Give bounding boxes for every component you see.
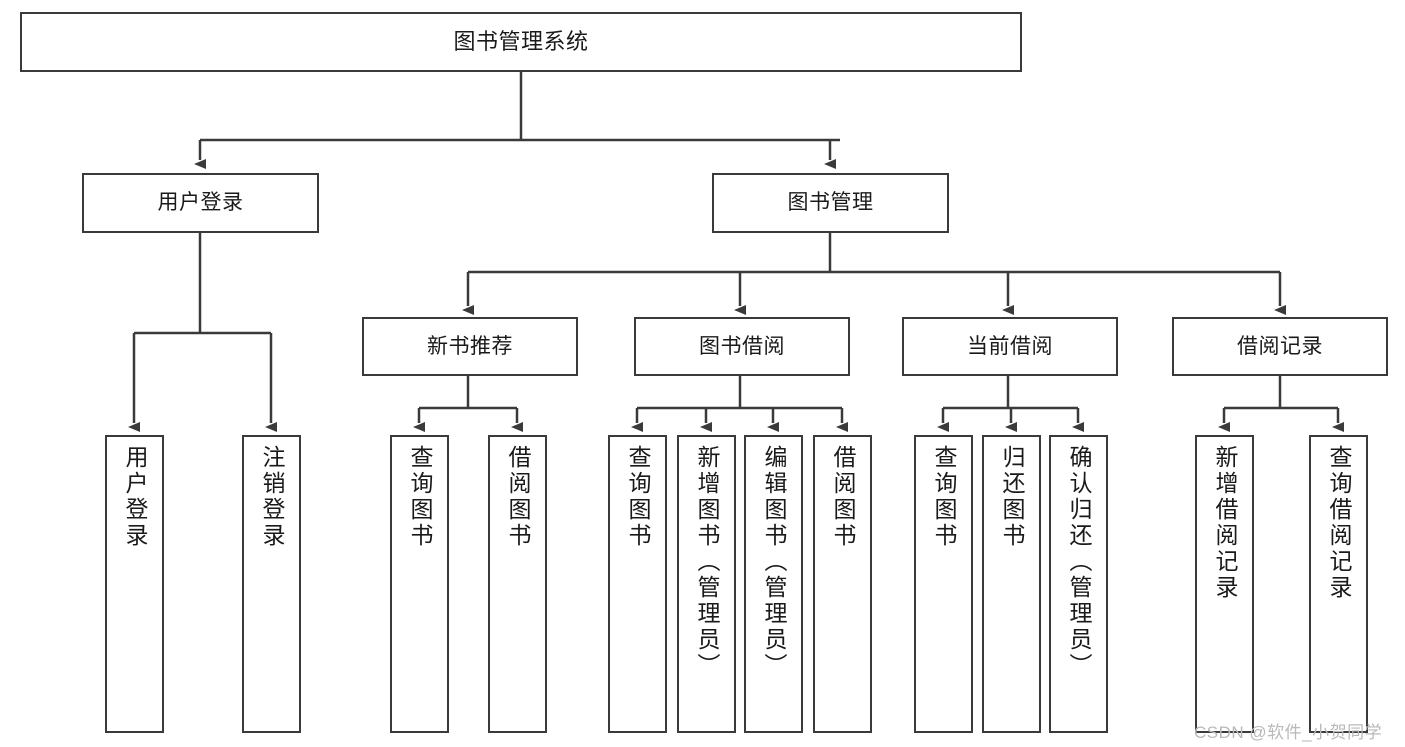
node-leaf-add-record[interactable]: 新增借阅记录 xyxy=(1195,435,1254,733)
node-book-borrow[interactable]: 图书借阅 xyxy=(634,317,850,376)
node-book-manage-label: 图书管理 xyxy=(787,191,874,215)
node-leaf-borrow-book-2[interactable]: 借阅图书 xyxy=(813,435,872,733)
node-leaf-edit-book-label: 编辑图书（管理员） xyxy=(761,445,787,679)
node-leaf-confirm-return-label: 确认归还（管理员） xyxy=(1066,445,1092,679)
node-leaf-query-record[interactable]: 查询借阅记录 xyxy=(1309,435,1368,733)
node-borrow-record-label: 借阅记录 xyxy=(1237,334,1323,358)
node-new-book-rec[interactable]: 新书推荐 xyxy=(362,317,578,376)
node-leaf-query-book-2[interactable]: 查询图书 xyxy=(608,435,667,733)
node-current-borrow[interactable]: 当前借阅 xyxy=(902,317,1118,376)
node-current-borrow-label: 当前借阅 xyxy=(967,334,1053,358)
node-borrow-record[interactable]: 借阅记录 xyxy=(1172,317,1388,376)
node-leaf-add-record-label: 新增借阅记录 xyxy=(1212,445,1238,601)
node-user-login[interactable]: 用户登录 xyxy=(82,173,319,233)
node-leaf-user-login-label: 用户登录 xyxy=(122,445,148,549)
node-leaf-query-record-label: 查询借阅记录 xyxy=(1326,445,1352,601)
node-leaf-add-book[interactable]: 新增图书（管理员） xyxy=(677,435,736,733)
node-leaf-return-book[interactable]: 归还图书 xyxy=(982,435,1041,733)
node-leaf-user-logout[interactable]: 注销登录 xyxy=(242,435,301,733)
node-leaf-borrow-book-2-label: 借阅图书 xyxy=(830,445,856,549)
node-leaf-edit-book[interactable]: 编辑图书（管理员） xyxy=(744,435,803,733)
node-leaf-return-book-label: 归还图书 xyxy=(999,445,1025,549)
node-root-label: 图书管理系统 xyxy=(453,28,589,54)
node-leaf-add-book-label: 新增图书（管理员） xyxy=(694,445,720,679)
node-book-borrow-label: 图书借阅 xyxy=(699,334,785,358)
node-leaf-query-book-1-label: 查询图书 xyxy=(407,445,433,549)
node-leaf-borrow-book-1[interactable]: 借阅图书 xyxy=(488,435,547,733)
node-user-login-label: 用户登录 xyxy=(157,191,244,215)
node-leaf-user-logout-label: 注销登录 xyxy=(259,445,285,549)
node-leaf-borrow-book-1-label: 借阅图书 xyxy=(505,445,531,549)
node-new-book-rec-label: 新书推荐 xyxy=(427,334,513,358)
node-leaf-query-book-3-label: 查询图书 xyxy=(931,445,957,549)
node-root[interactable]: 图书管理系统 xyxy=(20,12,1022,72)
node-leaf-user-login[interactable]: 用户登录 xyxy=(105,435,164,733)
node-leaf-query-book-2-label: 查询图书 xyxy=(625,445,651,549)
node-leaf-query-book-1[interactable]: 查询图书 xyxy=(390,435,449,733)
node-leaf-query-book-3[interactable]: 查询图书 xyxy=(914,435,973,733)
node-book-manage[interactable]: 图书管理 xyxy=(712,173,949,233)
node-leaf-confirm-return[interactable]: 确认归还（管理员） xyxy=(1049,435,1108,733)
watermark: CSDN @软件_小贺同学 xyxy=(1194,723,1383,742)
